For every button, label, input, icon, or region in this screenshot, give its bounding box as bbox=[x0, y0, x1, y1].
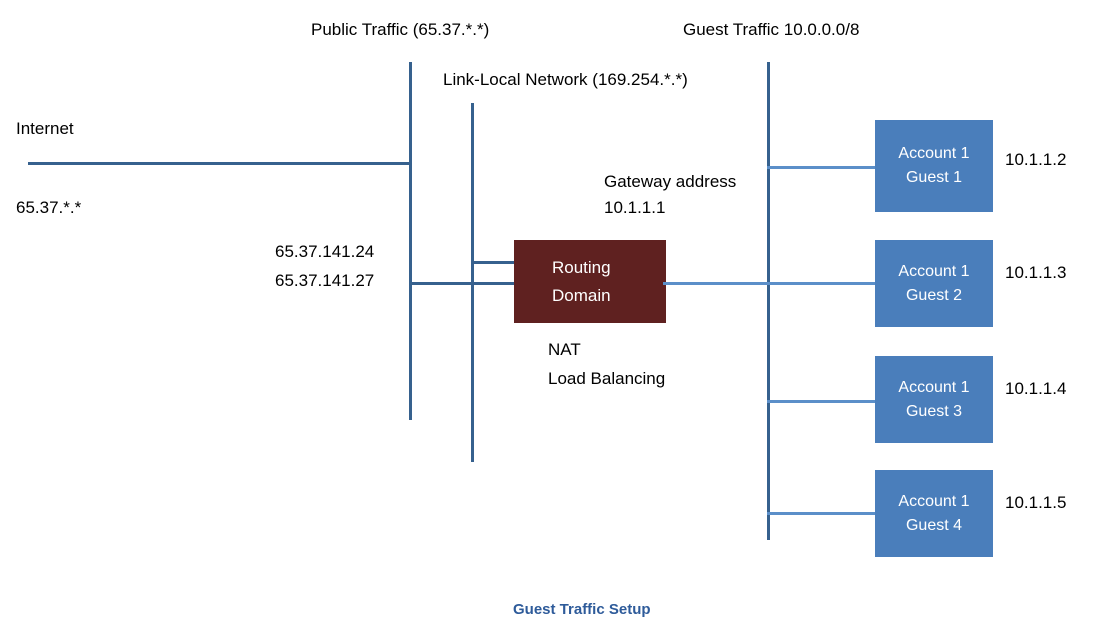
guest-3-account: Account 1 bbox=[898, 378, 970, 396]
public-ip-secondary-label: 65.37.141.27 bbox=[275, 271, 375, 290]
diagram-caption: Guest Traffic Setup bbox=[513, 601, 651, 618]
guest-1-name: Guest 1 bbox=[905, 169, 963, 186]
nat-label: NAT bbox=[548, 340, 581, 359]
routing-domain-line-2: Domain bbox=[552, 285, 611, 305]
internet-link-line bbox=[28, 162, 412, 165]
guest-4-connector-line bbox=[767, 512, 877, 515]
gateway-address-ip: 10.1.1.1 bbox=[604, 198, 666, 217]
guest-traffic-title: Guest Traffic 10.0.0.0/8 bbox=[683, 20, 860, 39]
guest-3-connector-line bbox=[767, 400, 877, 403]
link-local-to-router-line bbox=[471, 261, 517, 264]
router-to-guest-bus-line bbox=[663, 282, 770, 285]
guest-3-name: Guest 3 bbox=[905, 402, 963, 420]
guest-1-connector-line bbox=[767, 166, 877, 169]
routing-domain-line-1: Routing bbox=[552, 257, 611, 277]
guest-3-ip-label: 10.1.1.4 bbox=[1005, 379, 1067, 398]
guest-box-3[interactable]: Account 1 Guest 3 bbox=[875, 356, 993, 443]
load-balancing-label: Load Balancing bbox=[548, 369, 666, 388]
guest-4-name: Guest 4 bbox=[905, 516, 963, 534]
guest-2-connector-line bbox=[767, 282, 877, 285]
public-to-router-line bbox=[409, 282, 519, 285]
guest-box-2[interactable]: Account 1 Guest 2 bbox=[875, 240, 993, 327]
routing-domain-box[interactable]: Routing Domain bbox=[514, 240, 666, 323]
guest-box-4[interactable]: Account 1 Guest 4 bbox=[875, 470, 993, 557]
guest-4-ip-label: 10.1.1.5 bbox=[1005, 493, 1067, 512]
public-ip-primary-label: 65.37.141.24 bbox=[275, 242, 375, 261]
guest-2-name: Guest 2 bbox=[905, 286, 963, 304]
internet-range-label: 65.37.*.* bbox=[16, 198, 82, 217]
gateway-address-title: Gateway address bbox=[604, 172, 737, 191]
guest-traffic-bus-line bbox=[767, 62, 770, 540]
guest-1-account: Account 1 bbox=[898, 145, 970, 162]
public-traffic-title: Public Traffic (65.37.*.*) bbox=[311, 20, 490, 39]
guest-2-account: Account 1 bbox=[898, 262, 970, 280]
guest-4-account: Account 1 bbox=[898, 492, 970, 510]
public-traffic-bus-line bbox=[409, 62, 412, 420]
guest-2-ip-label: 10.1.1.3 bbox=[1005, 263, 1067, 282]
link-local-title: Link-Local Network (169.254.*.*) bbox=[443, 70, 688, 89]
guest-1-ip-label: 10.1.1.2 bbox=[1005, 150, 1067, 169]
guest-box-1[interactable]: Account 1 Guest 1 bbox=[875, 120, 993, 212]
internet-label: Internet bbox=[16, 119, 74, 138]
